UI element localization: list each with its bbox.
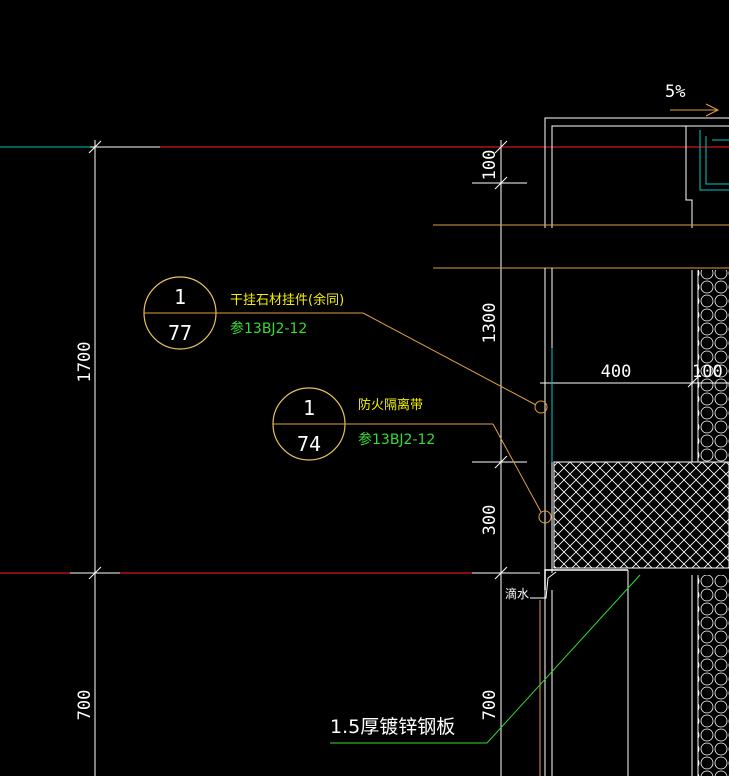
- callout-1-ref: 参13BJ2-12: [230, 320, 307, 337]
- dim-horizontal-a: 400: [601, 362, 632, 382]
- dim-right-bottom: 700: [480, 690, 500, 721]
- drip-arrow-icon: [530, 571, 557, 599]
- dim-left-bottom: 700: [75, 690, 95, 721]
- callout-1-note: 干挂石材挂件(余同): [230, 292, 344, 308]
- insulation-lower: [627, 570, 729, 776]
- galvanized-plate: [544, 569, 628, 590]
- slope-label: 5%: [665, 82, 685, 102]
- right-dimension-line: [472, 140, 540, 776]
- plate-leader: [330, 574, 641, 744]
- callout-1-leader: [362, 312, 537, 406]
- dim-right-low: 300: [480, 505, 500, 536]
- callout-2-ref: 参13BJ2-12: [358, 431, 435, 448]
- parapet-outline: [544, 117, 729, 228]
- callout-1: 1 77 干挂石材挂件(余同) 参13BJ2-12: [143, 276, 548, 414]
- callout-2-leader: [492, 423, 542, 513]
- plate-label: 1.5厚镀锌钢板: [330, 716, 455, 738]
- callout-1-top: 1: [174, 285, 186, 309]
- callout-2: 1 74 防火隔离带 参13BJ2-12: [272, 387, 552, 524]
- wall-verticals: [540, 268, 729, 776]
- parapet-cyan-detail: [699, 130, 729, 191]
- dim-left-total: 1700: [75, 342, 95, 383]
- callout-1-target: [534, 400, 548, 414]
- callout-1-bottom: 77: [168, 321, 192, 345]
- callout-2-note: 防火隔离带: [358, 397, 423, 413]
- insulation-upper: [691, 270, 729, 462]
- callout-2-bottom: 74: [297, 432, 321, 456]
- drip-label: 滴水: [505, 586, 529, 601]
- fire-barrier-block: [553, 461, 729, 569]
- left-dimension-line: [88, 140, 102, 776]
- slope-arrow-icon: [670, 103, 720, 117]
- dim-right-top: 100: [480, 150, 500, 181]
- callout-2-target: [538, 510, 552, 524]
- dim-right-mid: 1300: [480, 303, 500, 344]
- callout-2-top: 1: [303, 396, 315, 420]
- slab-lines: [433, 224, 729, 269]
